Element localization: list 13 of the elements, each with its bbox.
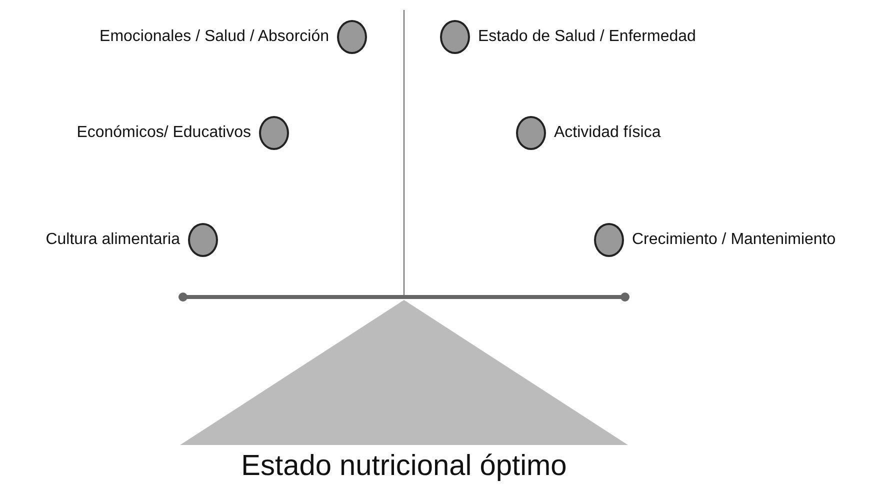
factor-label: Estado de Salud / Enfermedad [478, 27, 696, 47]
circle-marker [188, 223, 218, 257]
circle-marker [516, 116, 546, 150]
factor-label: Económicos/ Educativos [76, 123, 251, 143]
circle-marker [259, 116, 289, 150]
factor-label: Actividad física [554, 123, 661, 143]
circle-marker [594, 223, 624, 257]
factor-label: Emocionales / Salud / Absorción [100, 27, 329, 47]
factor-label: Crecimiento / Mantenimiento [632, 230, 836, 250]
balance-caption: Estado nutricional óptimo [240, 450, 568, 483]
circle-marker [337, 20, 367, 54]
factor-label: Cultura alimentaria [46, 230, 180, 250]
circle-marker [440, 20, 470, 54]
